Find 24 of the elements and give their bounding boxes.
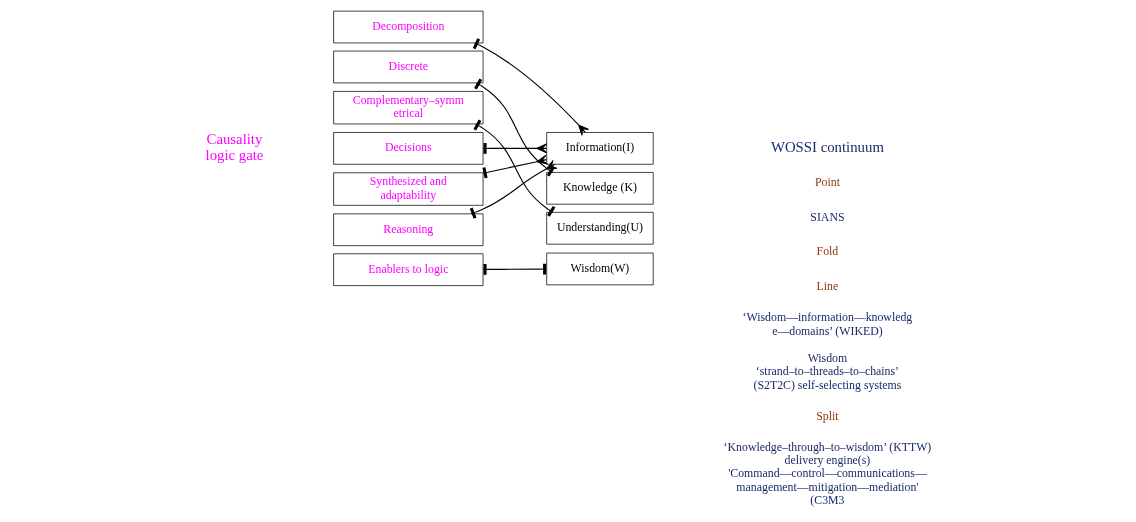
- label: WOSSI continuum: [770, 139, 884, 156]
- node-box: Decisions: [332, 132, 483, 165]
- connector: [481, 154, 548, 179]
- label: Fold: [816, 244, 838, 259]
- node-box: Wisdom(W): [545, 252, 654, 286]
- label: SIANS: [809, 209, 845, 224]
- label: Line: [816, 279, 838, 294]
- connector: [472, 38, 589, 136]
- node-box: Enablers to logic: [332, 253, 483, 286]
- label: Point: [814, 174, 840, 189]
- label: Wisdom ‘strand–to–threads–to–chains’ (S2T2C) self-selecting systems: [753, 351, 901, 392]
- node-box: Understanding(U): [545, 212, 654, 245]
- node-box: Information(I): [545, 132, 654, 165]
- connector: [482, 263, 547, 275]
- node-box: Synthesized and adaptability: [332, 172, 483, 206]
- connector: [482, 143, 547, 154]
- label: Causality logic gate: [205, 130, 263, 164]
- connector: [469, 160, 558, 219]
- node-box: Knowledge (K): [545, 172, 654, 205]
- connector: [472, 119, 555, 217]
- connector: [473, 78, 555, 177]
- label: ‘Knowledge–through–to–wisdom’ (KTTW) delivery engine(s) 'Command—control—communications— management—mitigation—mediation' (C3M3: [723, 439, 931, 508]
- label: Split: [815, 408, 839, 423]
- label: ‘Wisdom—information—knowledge—domains’ (WIKED): [742, 310, 912, 338]
